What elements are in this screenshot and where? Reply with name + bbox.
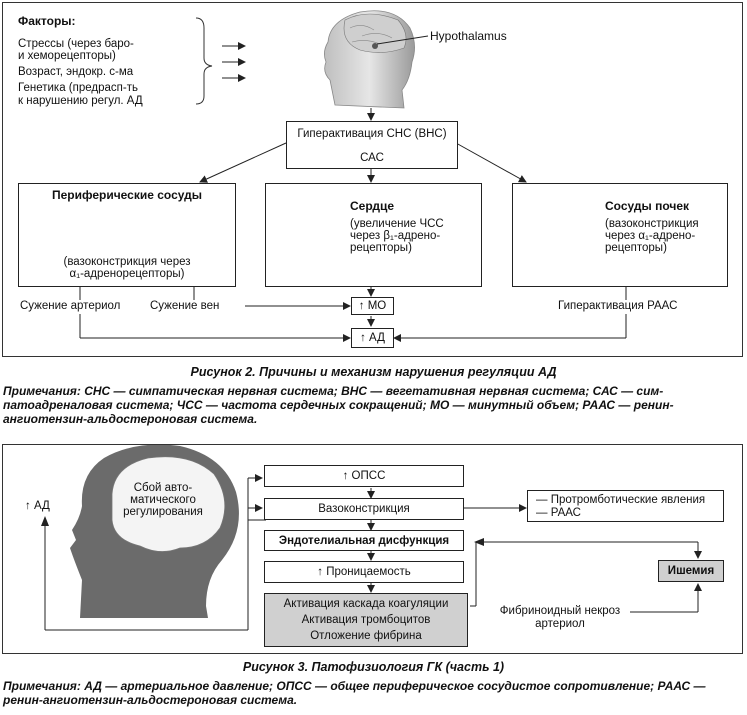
ischemia-box: Ишемия [658,560,724,582]
factor-line: Стрессы (через баро- [18,38,134,50]
raas-hyperactivation-label: Гиперактивация РААС [558,300,678,312]
endothelial-dysfunction-box: Эндотелиальная дисфункция [264,530,464,551]
kidney-desc: через α₁-адрено- [605,230,696,242]
coagulation-line: Активация тромбоцитов [301,614,431,626]
peripheral-title: Периферические сосуды [51,188,203,202]
peripheral-desc: α₁-адренорецепторы) [69,268,185,280]
permeability-box: ↑ Проницаемость [264,561,464,583]
vasoconstriction-label: Вазоконстрикция [318,503,410,515]
brace-icon [195,17,213,105]
sns-hyperactivation-box: Гиперактивация СНС (ВНС) САС [286,121,458,169]
brain-failure-text: Сбой авто- [133,482,193,494]
ischemia-label: Ишемия [667,565,715,577]
peripheral-vessels-box: Периферические сосуды (вазоконстрикция ч… [18,183,236,287]
coagulation-box: Активация каскада коагуляции Активация т… [264,593,468,647]
prothrombotic-line: — РААС [536,507,581,519]
figure3-caption: Рисунок 3. Патофизиология ГК (часть 1) [242,660,505,674]
heart-desc: (увеличение ЧСС [350,218,444,230]
endothelial-dysfunction-label: Эндотелиальная дисфункция [278,535,450,547]
figure3-note: Примечания: АД — артериальное давление; … [3,679,706,707]
factor-line: и хеморецепторы) [18,50,116,62]
ad-left-label: ↑ АД [25,500,50,512]
opss-label: ↑ ОПСС [342,470,386,482]
factors-title: Факторы: [18,14,76,28]
hypothalamus-label: Hypothalamus [430,29,507,43]
kidney-title: Сосуды почек [605,199,690,213]
permeability-label: ↑ Проницаемость [317,566,411,578]
sas-label: САС [360,152,384,164]
sns-label: Гиперактивация СНС (ВНС) [297,128,447,140]
figure2-caption: Рисунок 2. Причины и механизм нарушения … [190,365,557,379]
factor-line: к нарушению регул. АД [18,95,143,107]
heart-box: Сердце (увеличение ЧСС через β₁-адрено- … [265,183,482,287]
peripheral-desc: (вазоконстрикция через [63,256,191,268]
fibrinoid-necrosis-label: Фибриноидный некроз [499,605,621,617]
ad-label: ↑ АД [360,332,385,344]
prothrombotic-line: — Протромботические явления [536,494,706,506]
factor-line: Генетика (предрасп-ть [18,82,138,94]
heart-title: Сердце [350,199,395,213]
vein-narrowing-label: Сужение вен [150,300,220,312]
kidney-vessels-box: Сосуды почек (вазоконстрикция через α₁-а… [512,183,728,287]
heart-desc: рецепторы) [350,242,412,254]
figure2-frame [2,2,743,357]
ad-box: ↑ АД [351,328,394,348]
head-icon [324,10,415,109]
kidney-desc: рецепторы) [605,242,667,254]
mo-label: ↑ МО [358,300,387,312]
figure3-frame [2,444,743,654]
mo-box: ↑ МО [351,297,394,315]
prothrombotic-box: — Протромботические явления — РААС [527,490,724,522]
kidney-desc: (вазоконстрикция [605,218,699,230]
brain-failure-text: матического [130,494,196,506]
factor-line: Возраст, эндокр. с-ма [18,66,134,78]
opss-box: ↑ ОПСС [264,465,464,487]
brain-failure-text: регулирования [123,506,203,518]
vasoconstriction-box: Вазоконстрикция [264,498,464,520]
heart-desc: через β₁-адрено- [350,230,441,242]
arteriole-narrowing-label: Сужение артериол [20,300,121,312]
coagulation-line: Активация каскада коагуляции [283,598,449,610]
coagulation-line: Отложение фибрина [310,630,422,642]
figure2-note: Примечания: СНС — симпатическая нервная … [3,384,674,426]
head-silhouette-icon [70,444,239,618]
fibrinoid-necrosis-label: артериол [535,618,585,630]
